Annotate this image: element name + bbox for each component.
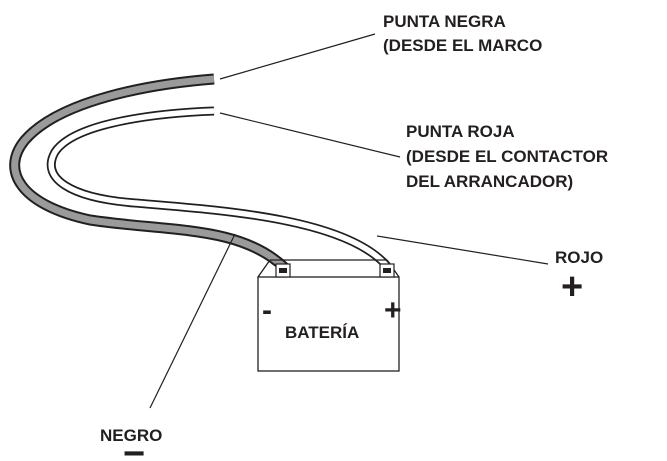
battery-negative-sign: - bbox=[262, 294, 272, 327]
black-minus-sign: − bbox=[123, 433, 145, 461]
leader-red bbox=[376, 235, 549, 265]
black-label: NEGRO bbox=[100, 426, 162, 445]
negative-terminal bbox=[275, 263, 291, 278]
red-lead-label-line2: (DESDE EL CONTACTOR bbox=[406, 147, 608, 166]
red-label: ROJO bbox=[555, 248, 603, 267]
leader-red-lead bbox=[219, 112, 401, 158]
red-cable bbox=[46, 106, 391, 270]
black-lead-label-line1: PUNTA NEGRA bbox=[383, 12, 506, 31]
black-lead-label-line2: (DESDE EL MARCO bbox=[383, 36, 542, 55]
leader-lines bbox=[149, 33, 549, 409]
battery-body bbox=[257, 276, 400, 372]
battery-label: BATERÍA bbox=[285, 323, 359, 342]
positive-terminal bbox=[379, 263, 395, 278]
leader-black-lead bbox=[219, 33, 376, 80]
black-cable bbox=[9, 73, 289, 273]
battery: BATERÍA - + bbox=[257, 259, 402, 372]
battery-positive-sign: + bbox=[384, 294, 402, 327]
red-lead-label-line3: DEL ARRANCADOR) bbox=[406, 172, 573, 191]
red-plus-sign: + bbox=[561, 266, 583, 308]
red-lead-label-line1: PUNTA ROJA bbox=[406, 122, 515, 141]
battery-lid-left bbox=[257, 259, 271, 278]
leader-black bbox=[149, 233, 236, 409]
